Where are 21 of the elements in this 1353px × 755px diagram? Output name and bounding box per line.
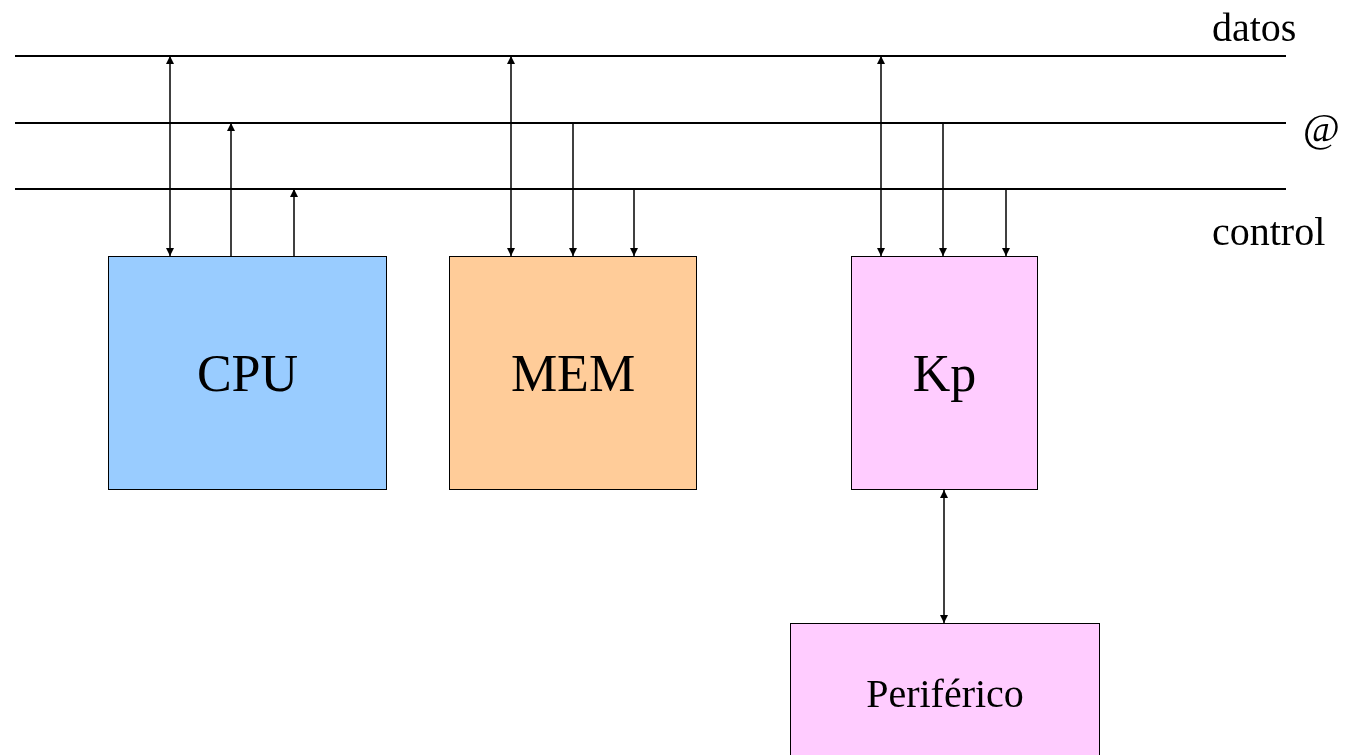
arrow xyxy=(166,55,174,257)
box-label: MEM xyxy=(510,343,636,403)
arrow xyxy=(569,122,577,257)
cpu-box xyxy=(108,256,387,490)
arrow xyxy=(877,55,885,257)
arrow xyxy=(507,55,515,257)
box-label: Periférico xyxy=(866,669,1024,717)
controller-box xyxy=(851,256,1038,490)
bus-label: control xyxy=(1212,209,1326,255)
box-label: Kp xyxy=(912,343,977,403)
arrow xyxy=(290,188,298,257)
arrow xyxy=(227,122,235,257)
arrow xyxy=(1002,188,1010,257)
box-label: CPU xyxy=(196,343,299,403)
memory-box xyxy=(449,256,697,490)
arrow xyxy=(940,489,948,624)
peripheral-box xyxy=(790,623,1100,755)
bus-label: @ xyxy=(1303,105,1340,151)
arrow xyxy=(939,122,947,257)
arrow xyxy=(630,188,638,257)
bus-label: datos xyxy=(1212,5,1297,51)
